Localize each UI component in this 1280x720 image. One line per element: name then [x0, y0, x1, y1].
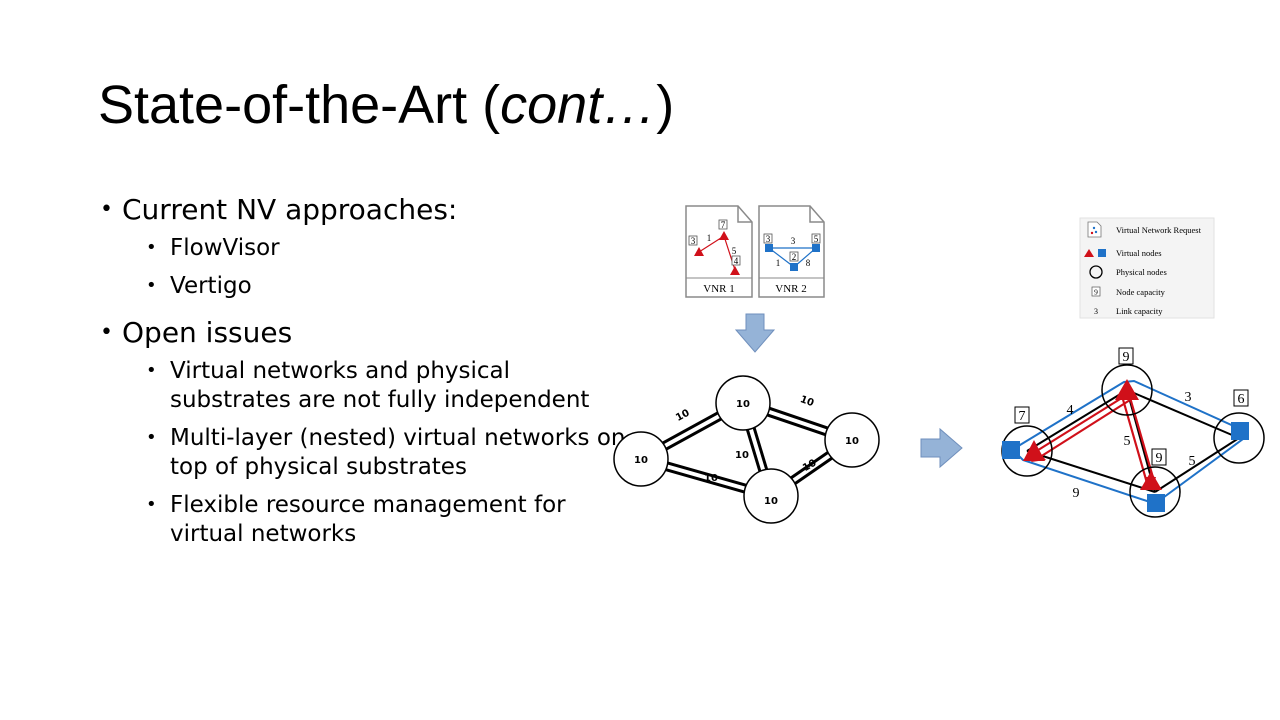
substrate-cap-right: 10 [845, 436, 859, 447]
down-arrow [734, 313, 776, 353]
bullet-issue-independence: Virtual networks and physical substrates… [100, 356, 630, 415]
vnr2-document: 3 5 2 3 1 8 VNR 2 [758, 205, 825, 298]
vnr1-node-c [730, 266, 740, 275]
embedded-network: 9 7 6 9 4 3 5 5 9 [1001, 347, 1265, 518]
embedded-cap-right: 6 [1238, 392, 1245, 407]
embedded-blue-bottom [1147, 494, 1165, 512]
vnr1-cap-c: 4 [734, 256, 739, 266]
substrate-node-top [715, 375, 771, 431]
legend-blue-square [1098, 249, 1106, 257]
substrate-link-left-bottom: 10 [704, 473, 718, 484]
vnr1-cap-b: 7 [721, 220, 726, 230]
legend-vnr-label: Virtual Network Request [1116, 225, 1202, 235]
substrate-cap-center: 10 [735, 450, 749, 461]
vnr1-node-a [694, 247, 704, 256]
bullet-vertigo: Vertigo [100, 271, 630, 301]
legend-red-triangle [1084, 249, 1094, 257]
embedded-node-right [1213, 412, 1265, 464]
legend-virtual-nodes-label: Virtual nodes [1116, 248, 1162, 258]
embedded-cap-left: 7 [1019, 409, 1026, 424]
legend-physical-node-icon [1089, 265, 1103, 279]
vnr2-node-b [812, 244, 820, 252]
embedded-link-left-top: 4 [1067, 403, 1074, 418]
slide-title: State-of-the-Art (cont…) [98, 72, 674, 138]
embedded-cap-bottom: 9 [1156, 451, 1163, 466]
title-main: State-of-the-Art ( [98, 75, 501, 135]
vnr1-link-ab: 1 [707, 233, 712, 243]
embedded-link-left-bottom: 9 [1073, 486, 1080, 501]
vnr2-link-ac: 1 [776, 258, 781, 268]
vnr1-label: VNR 1 [703, 283, 734, 295]
embedded-cap-top: 9 [1123, 350, 1130, 365]
embedded-link-right-bottom: 5 [1189, 454, 1196, 469]
substrate-node-right [824, 412, 880, 468]
legend-node-cap-sample: 9 [1094, 288, 1098, 297]
bullet-issue-multilayer-text: Multi-layer (nested) virtual networks on… [170, 425, 626, 480]
embedded-blue-left [1002, 441, 1020, 459]
embedded-link-top-bottom: 5 [1124, 434, 1131, 449]
bullet-issue-independence-text: Virtual networks and physical substrates… [170, 358, 590, 413]
title-close: ) [656, 75, 675, 135]
vnr1-node-b [719, 231, 729, 240]
embedded-link-top-right: 3 [1185, 390, 1192, 405]
substrate-network: 10 10 10 10 10 10 10 10 10 [613, 375, 880, 524]
bullet-flowvisor-text: FlowVisor [170, 235, 280, 261]
vnr1-cap-a: 3 [691, 236, 696, 246]
bullet-issue-resources-text: Flexible resource management for virtual… [170, 492, 566, 547]
vnr1-document: 3 7 4 1 5 VNR 1 [685, 205, 753, 298]
right-arrow [920, 427, 963, 469]
embedded-node-bottom [1129, 466, 1181, 518]
vnr2-cap-c: 2 [792, 252, 797, 262]
bullet-list: Current NV approaches: FlowVisor Vertigo… [100, 192, 630, 558]
bullet-vertigo-text: Vertigo [170, 273, 252, 299]
legend-link-capacity-label: Link capacity [1116, 306, 1163, 316]
legend-physical-nodes-label: Physical nodes [1116, 267, 1167, 277]
vnr2-link-ab: 3 [791, 236, 796, 246]
vnr2-node-a [765, 244, 773, 252]
embedded-red-top [1115, 379, 1139, 400]
substrate-link-left-top: 10 [674, 408, 691, 424]
bullet-issue-resources: Flexible resource management for virtual… [100, 490, 630, 549]
embedded-red-left [1023, 440, 1045, 461]
title-italic: cont… [500, 75, 657, 135]
vnr2-node-c [790, 263, 798, 271]
vnr2-cap-b: 5 [814, 234, 819, 244]
embedded-blue-right [1231, 422, 1249, 440]
vnr2-link-bc: 8 [806, 258, 811, 268]
embedded-red-bottom [1140, 471, 1162, 490]
legend-link-cap-sample: 3 [1094, 307, 1098, 316]
vnr2-cap-a: 3 [766, 234, 771, 244]
vnr2-label: VNR 2 [775, 283, 806, 295]
bullet-flowvisor: FlowVisor [100, 233, 630, 263]
legend-node-capacity-label: Node capacity [1116, 287, 1166, 297]
bullet-issue-multilayer: Multi-layer (nested) virtual networks on… [100, 423, 630, 482]
substrate-cap-top: 10 [736, 399, 750, 410]
legend: Virtual Network Request Virtual nodes Ph… [1079, 217, 1215, 319]
substrate-node-bottom [743, 468, 799, 524]
embedded-node-top [1101, 364, 1153, 416]
bullet-open-issues: Open issues [100, 315, 630, 351]
substrate-node-left [613, 431, 669, 487]
vnr1-link-bc: 5 [732, 246, 737, 256]
substrate-cap-left: 10 [634, 455, 648, 466]
substrate-cap-bottom: 10 [764, 496, 778, 507]
substrate-link-top-right: 10 [798, 394, 815, 409]
bullet-current-approaches: Current NV approaches: [100, 192, 630, 228]
